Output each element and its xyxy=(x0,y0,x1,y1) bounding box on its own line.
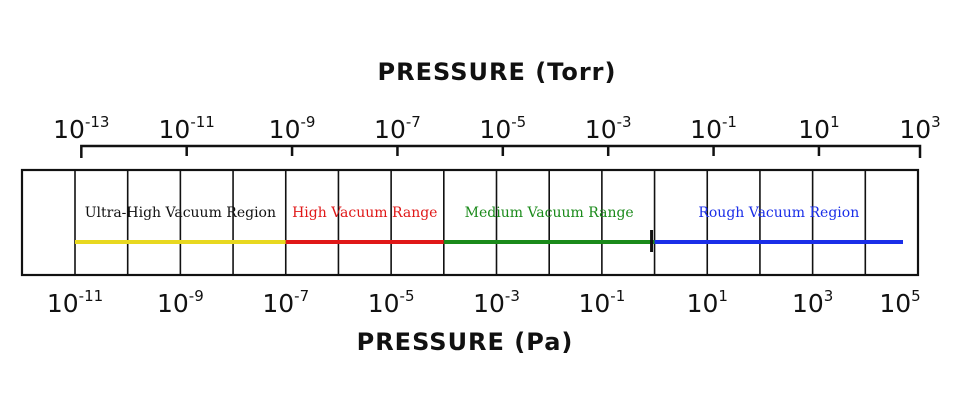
scale-box xyxy=(20,168,920,277)
region-label: High Vacuum Range xyxy=(292,205,437,221)
region-label: Ultra-High Vacuum Region xyxy=(85,205,276,221)
pa-axis-title: PRESSURE (Pa) xyxy=(357,328,574,356)
region-label: Medium Vacuum Range xyxy=(465,205,634,221)
pa-tick-label: 101 xyxy=(687,287,728,318)
pa-tick-label: 10-3 xyxy=(473,287,520,318)
torr-tick-label: 101 xyxy=(798,113,839,144)
torr-axis-title: PRESSURE (Torr) xyxy=(378,58,617,86)
pa-tick-label: 10-9 xyxy=(157,287,204,318)
vacuum-regions: Ultra-High Vacuum Region High Vacuum Rang… xyxy=(75,205,903,244)
torr-tick-label: 10-11 xyxy=(159,113,215,144)
torr-tick-labels: 10-13 10-11 10-9 10-7 10-5 10-3 10-1 101 103 xyxy=(53,113,941,144)
torr-tick-label: 10-5 xyxy=(479,113,526,144)
torr-tick-label: 10-9 xyxy=(269,113,316,144)
torr-tick-label: 10-3 xyxy=(585,113,632,144)
torr-axis-bracket xyxy=(80,144,922,158)
pa-tick-label: 105 xyxy=(879,287,920,318)
decade-dividers xyxy=(74,170,867,275)
pa-tick-label: 10-11 xyxy=(47,287,103,318)
region-label: Rough Vacuum Region xyxy=(698,205,859,221)
torr-tick-label: 10-1 xyxy=(690,113,737,144)
torr-tick-label: 10-13 xyxy=(53,113,109,144)
pa-tick-label: 10-1 xyxy=(578,287,625,318)
pa-tick-labels: 10-11 10-9 10-7 10-5 10-3 10-1 101 103 105 xyxy=(47,287,921,318)
torr-tick-label: 103 xyxy=(899,113,940,144)
pa-tick-label: 103 xyxy=(792,287,833,318)
pa-tick-label: 10-7 xyxy=(262,287,309,318)
pa-tick-label: 10-5 xyxy=(368,287,415,318)
torr-tick-label: 10-7 xyxy=(374,113,421,144)
